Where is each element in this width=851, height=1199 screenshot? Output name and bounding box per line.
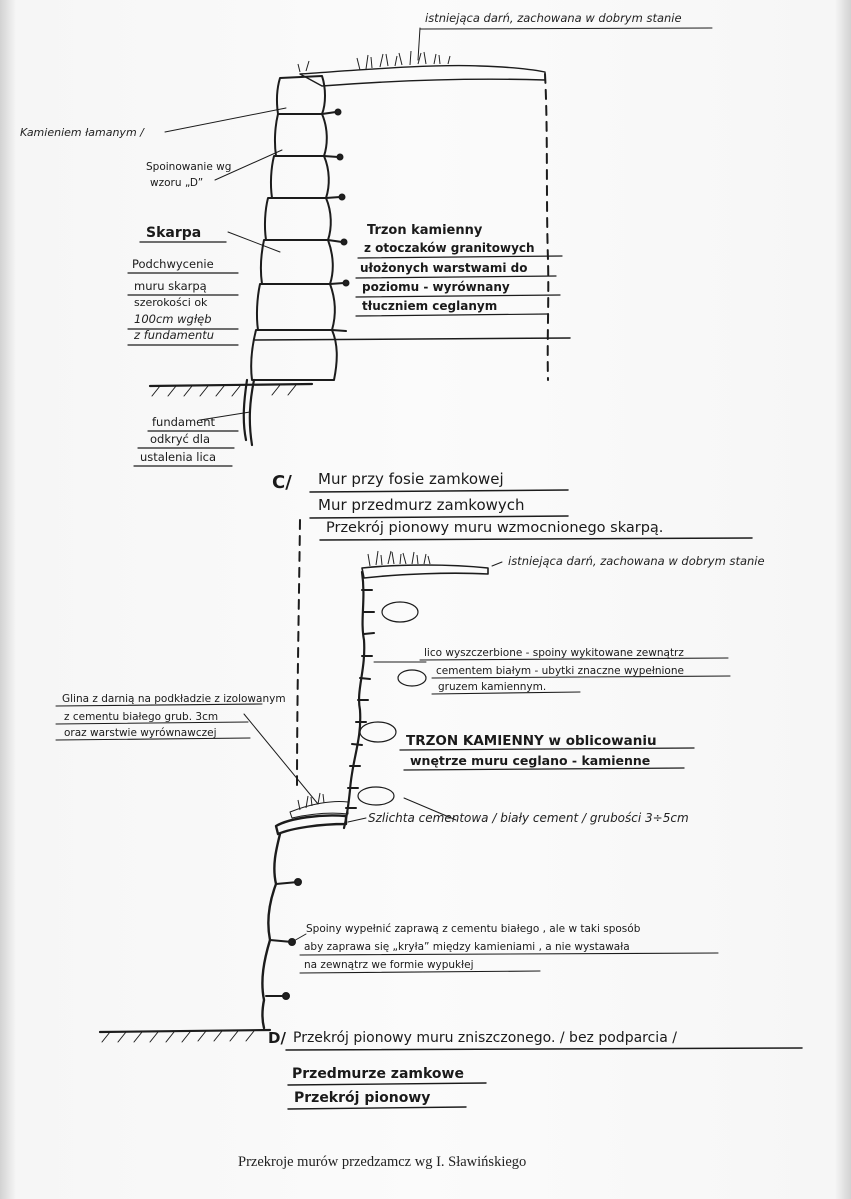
section-d-wall: [98, 832, 302, 1043]
skarpa-leader: [227, 231, 281, 253]
c-stone-1: [381, 601, 419, 623]
foundation-text-3: ustalenia lica: [140, 450, 216, 464]
c-face-text-2: cementem białym - ubytki znaczne wypełni…: [436, 665, 684, 677]
c-screed-leader: [347, 817, 367, 823]
top-ground-hatch: [151, 384, 297, 397]
section-c-face-joints: [345, 589, 375, 809]
core-text-5: tłuczniem ceglanym: [362, 299, 497, 313]
c-clay-text-1: Glina z darnią na podkładzie z izolowany…: [62, 693, 286, 705]
top-foundation-face: [242, 378, 256, 447]
section-c-turf-grass: [367, 550, 431, 567]
skarpa-text-3: szerokości ok: [134, 296, 208, 309]
section-d-sub1: Przedmurze zamkowe: [292, 1066, 464, 1082]
top-turf-grass: [297, 50, 451, 73]
turf-label-top: istniejąca darń, zachowana w dobrym stan…: [425, 11, 682, 25]
skarpa-title: Skarpa: [146, 225, 201, 241]
section-c-title-1: Mur przy fosie zamkowej: [318, 470, 504, 488]
c-core-title: TRZON KAMIENNY w oblicowaniu: [406, 733, 657, 749]
section-c-base-turf: [289, 801, 349, 819]
figure-caption: Przekroje murów przedzamcz wg I. Sławińs…: [238, 1154, 526, 1170]
skarpa-text-4: 100cm wgłęb: [134, 312, 212, 326]
rubble-label: Kamieniem łamanym /: [20, 126, 145, 139]
c-clay-text-3: oraz warstwie wyrównawczej: [64, 727, 217, 739]
top-ground-line: [148, 382, 314, 388]
pointing-label-2: wzoru „D”: [150, 177, 203, 189]
top-core-dashed-line: [544, 73, 550, 381]
pointing-leader: [214, 149, 283, 181]
top-wall-section: [148, 27, 571, 447]
section-c-title-3: Przekrój pionowy muru wzmocnionego skarp…: [326, 520, 663, 536]
skarpa-text-5: z fundamentu: [133, 328, 214, 342]
section-d-marker: D/: [268, 1029, 286, 1047]
c-stone-4: [357, 786, 395, 806]
top-reference-line: [254, 337, 571, 341]
c-screed-text: Szlichta cementowa / biały cement / grub…: [368, 811, 689, 825]
section-c-title-2: Mur przedmurz zamkowych: [318, 496, 525, 514]
d-joints-text-1: Spoiny wypełnić zaprawą z cementu białeg…: [306, 923, 641, 935]
d-joints-text-3: na zewnątrz we formie wypukłej: [304, 959, 474, 971]
c-clay-leader: [243, 713, 319, 805]
c-turf-leader: [491, 561, 503, 567]
rubble-leader: [164, 107, 287, 133]
section-c-base-clay: [274, 814, 348, 836]
foundation-text-2: odkryć dla: [150, 432, 210, 446]
foundation-leader: [199, 411, 251, 421]
top-turf-layer: [299, 64, 546, 87]
skarpa-text-1: Podchwycenie: [132, 257, 214, 271]
section-d-ground-hatch: [101, 1030, 255, 1043]
top-face-stones: [250, 75, 338, 381]
section-d-face-line: [261, 832, 282, 1030]
turf-leader-top: [417, 27, 421, 61]
section-d-ground-line: [98, 1028, 272, 1034]
d-joints-leader: [291, 933, 307, 943]
section-d-joints: [265, 878, 302, 1000]
pointing-label-1: Spoinowanie wg: [146, 161, 231, 173]
section-d-sub2: Przekrój pionowy: [294, 1090, 430, 1106]
c-face-text-3: gruzem kamiennym.: [438, 681, 546, 693]
section-c-marker: C/: [272, 472, 292, 493]
section-c-dashed-line: [296, 519, 301, 791]
core-text-4: poziomu - wyrównany: [362, 280, 510, 294]
c-stone-3: [359, 721, 397, 743]
section-c-wall: [274, 550, 489, 836]
c-core-leader: [403, 797, 457, 821]
c-turf-label: istniejąca darń, zachowana w dobrym stan…: [508, 554, 765, 568]
section-d-title: Przekrój pionowy muru zniszczonego. / be…: [293, 1030, 677, 1046]
core-text-3: ułożonych warstwami do: [360, 261, 527, 275]
skarpa-text-2: muru skarpą: [134, 279, 207, 293]
core-text-2: z otoczaków granitowych: [364, 241, 535, 255]
top-joint-marks: [321, 108, 350, 332]
foundation-text-1: fundament: [152, 415, 216, 429]
section-c-turf-layer: [361, 564, 489, 579]
c-stone-2: [397, 669, 427, 687]
section-c-face-line: [342, 570, 366, 830]
c-core-sub: wnętrze muru ceglano - kamienne: [410, 753, 650, 768]
d-joints-text-2: aby zaprawa się „kryła” między kamieniam…: [304, 941, 630, 953]
c-face-text-1: lico wyszczerbione - spoiny wykitowane z…: [424, 647, 684, 659]
core-text-1: Trzon kamienny: [367, 223, 483, 238]
c-clay-text-2: z cementu białego grub. 3cm: [64, 711, 218, 723]
